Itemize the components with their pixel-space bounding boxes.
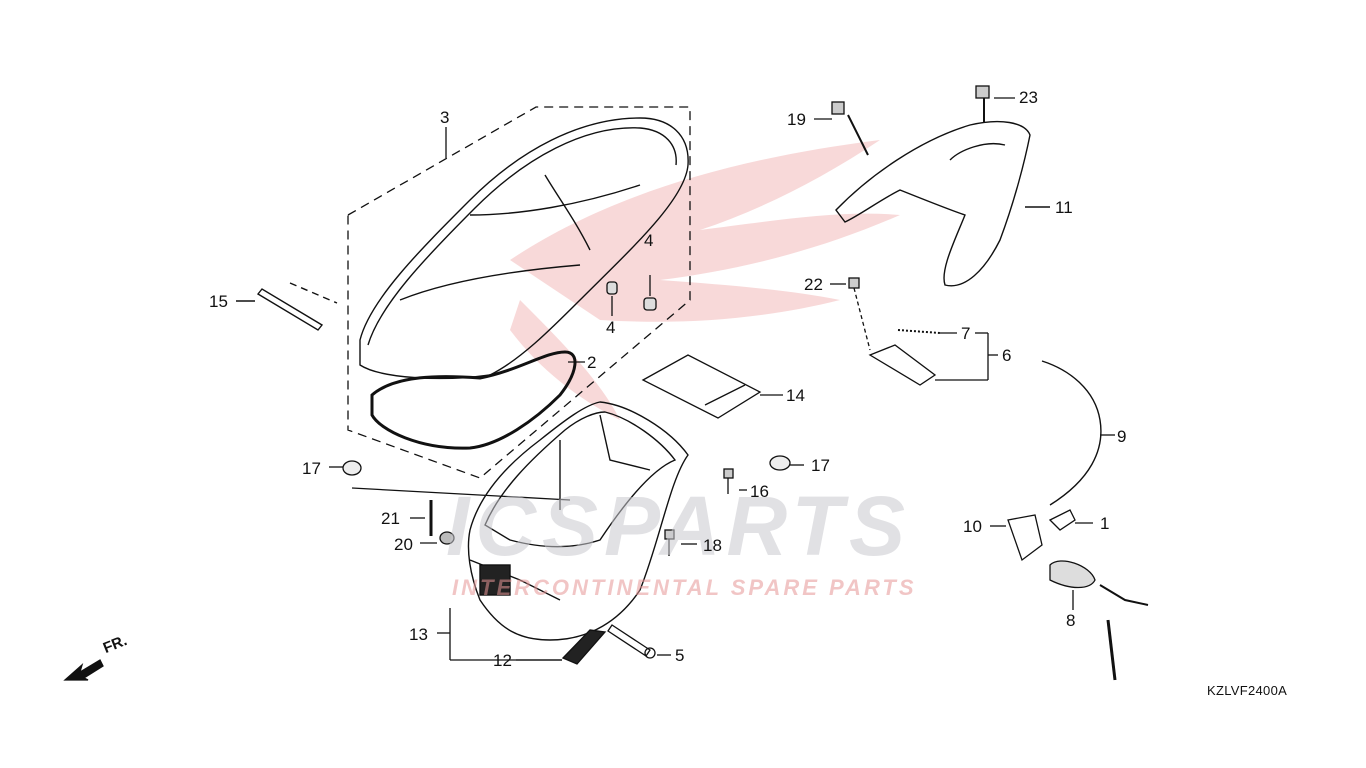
luggage-box: [467, 401, 689, 641]
callout-14: 14: [786, 386, 805, 405]
watermark-text: ICSPARTS: [446, 479, 911, 573]
washer-20: [439, 531, 455, 545]
callout-15: 15: [209, 292, 228, 311]
callout-19: 19: [787, 110, 806, 129]
luggage-mat: [641, 354, 783, 419]
callout-7: 7: [961, 324, 971, 343]
foam-pad: [561, 629, 607, 665]
callout-12: 12: [493, 651, 512, 670]
callout-4-left: 4: [606, 318, 616, 337]
callout-4-right: 4: [644, 231, 654, 250]
callout-20: 20: [394, 535, 413, 554]
callout-23: 23: [1019, 88, 1038, 107]
callout-17-right: 17: [811, 456, 830, 475]
watermark-wing-logo: [510, 140, 900, 420]
callout-16: 16: [750, 482, 769, 501]
callout-10: 10: [963, 517, 982, 536]
grommet-parts: [606, 275, 657, 316]
callout-5: 5: [675, 646, 685, 665]
callout-3: 3: [440, 108, 450, 127]
callout-2: 2: [587, 353, 597, 372]
hinge-rod: [236, 282, 338, 331]
bolt-18: [664, 529, 697, 556]
callout-18: 18: [703, 536, 722, 555]
grab-rail: [835, 120, 1050, 287]
front-arrow: [63, 659, 104, 681]
bolt-23: [975, 85, 1015, 122]
callout-21: 21: [381, 509, 400, 528]
callout-17-left: 17: [302, 459, 321, 478]
bolt-5: [607, 624, 671, 659]
callout-22: 22: [804, 275, 823, 294]
callout-1: 1: [1100, 514, 1110, 533]
bolt-22: [830, 277, 871, 351]
seat-group-box: [347, 106, 691, 479]
callout-6: 6: [1002, 346, 1012, 365]
callout-13: 13: [409, 625, 428, 644]
callout-9: 9: [1117, 427, 1127, 446]
cap-17-left: [342, 460, 362, 476]
seat-latch: [868, 329, 998, 386]
diagram-code: KZLVF2400A: [1207, 683, 1288, 698]
seat-lock: [990, 509, 1149, 681]
watermark-subtext: INTERCONTINENTAL SPARE PARTS: [452, 575, 917, 600]
cap-17-right: [769, 455, 791, 471]
seat-cable: [1041, 360, 1102, 506]
callout-11: 11: [1055, 198, 1073, 217]
bolt-16: [723, 468, 747, 494]
bolt-19: [814, 101, 869, 156]
callout-8: 8: [1066, 611, 1076, 630]
seat-gasket: [370, 350, 577, 450]
